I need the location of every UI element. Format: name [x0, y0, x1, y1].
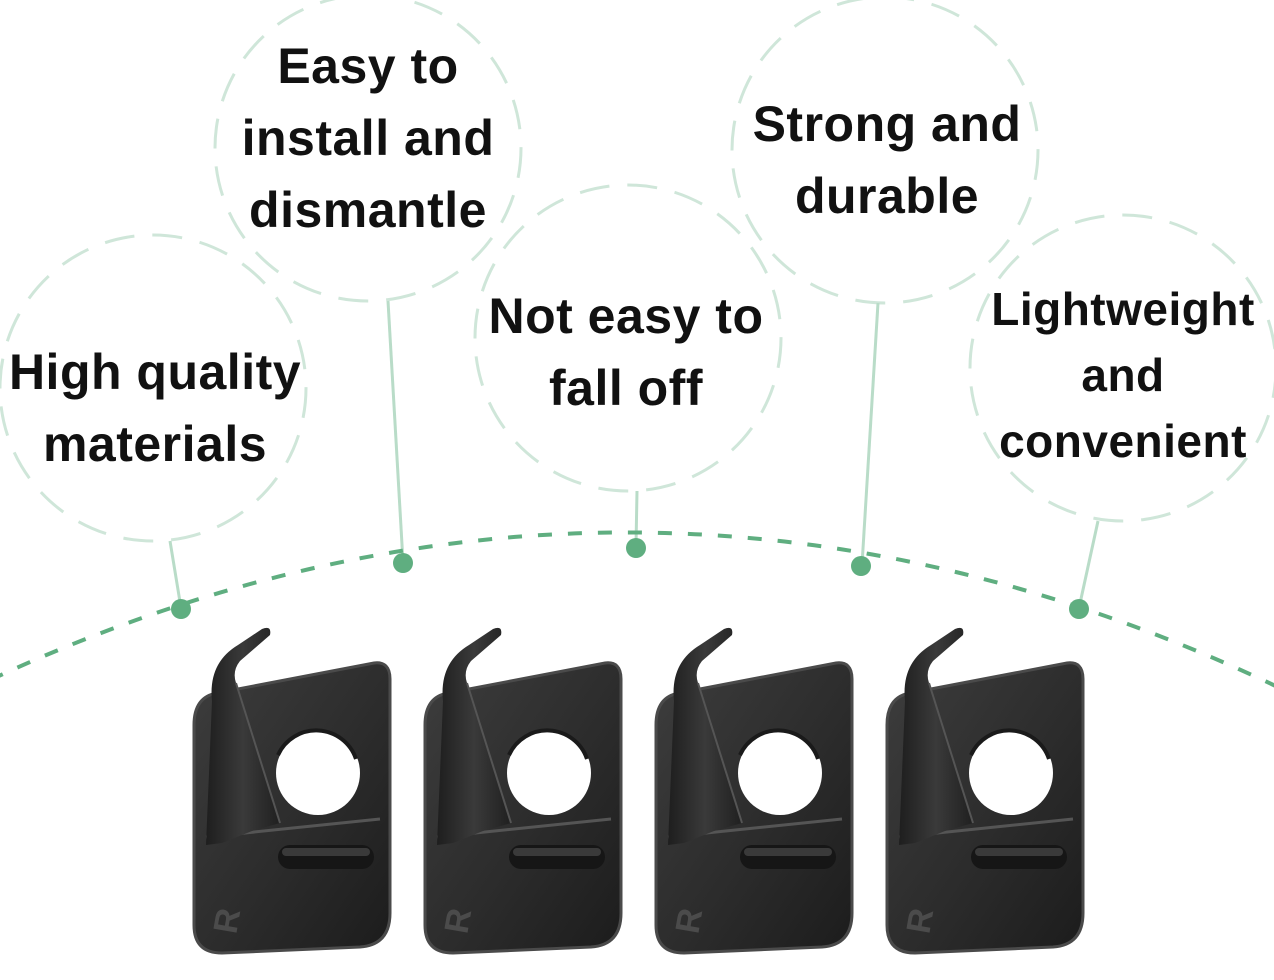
feature-line: Not easy to [488, 288, 764, 344]
dot-strong-durable [851, 556, 871, 576]
feature-line: dismantle [249, 182, 487, 238]
feature-easy-install: Easy to install and dismantle [218, 30, 518, 246]
feature-lightweight: Lightweight and convenient [968, 276, 1274, 474]
arrow-rest-icon [887, 628, 1083, 953]
arrow-rest-icon [425, 628, 621, 953]
dot-not-easy-fall [626, 538, 646, 558]
feature-line: install and [241, 110, 495, 166]
dot-lightweight [1069, 599, 1089, 619]
dashed-arc [0, 530, 1274, 688]
feature-line: materials [42, 416, 268, 472]
feature-strong-durable: Strong and durable [737, 88, 1037, 232]
circle-high-quality [0, 233, 308, 543]
circle-not-easy-fall [473, 183, 783, 493]
feature-not-easy-fall: Not easy to fall off [476, 280, 776, 424]
arrow-rest-icon [656, 628, 852, 953]
arrow-rest-products [194, 628, 1083, 953]
connector-high-quality [168, 540, 183, 609]
dot-high-quality [171, 599, 191, 619]
feature-line: and [1081, 349, 1165, 401]
connector-strong-durable [860, 302, 880, 566]
feature-line: High quality [8, 344, 302, 400]
connector-lines [168, 300, 1100, 609]
feature-line: Lightweight [991, 283, 1255, 335]
circle-strong-durable [730, 0, 1040, 305]
feature-line: Easy to [277, 38, 459, 94]
connector-not-easy-fall [634, 490, 639, 547]
feature-high-quality: High quality materials [0, 336, 310, 480]
feature-line: durable [794, 168, 980, 224]
feature-line: fall off [549, 360, 703, 416]
dot-easy-install [393, 553, 413, 573]
circle-lightweight [968, 213, 1274, 523]
connector-easy-install [386, 300, 405, 563]
feature-line: convenient [999, 415, 1247, 467]
feature-line: Strong and [752, 96, 1022, 152]
arc-dots [171, 538, 1089, 619]
arrow-rest-icon [194, 628, 390, 953]
circle-easy-install [213, 0, 523, 303]
feature-circles [0, 0, 1274, 543]
connector-lightweight [1077, 520, 1100, 609]
